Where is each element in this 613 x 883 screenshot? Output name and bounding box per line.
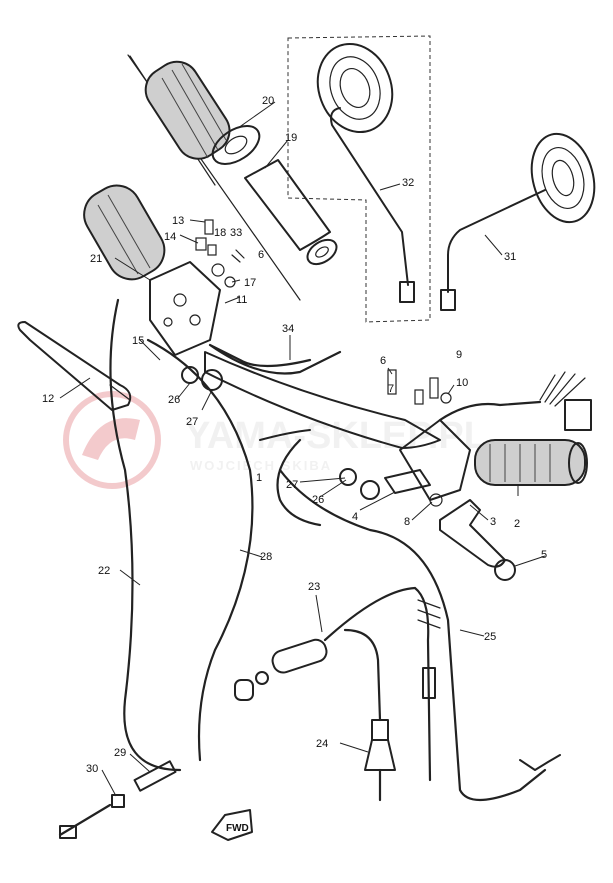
throttle-junction-cable-part bbox=[271, 586, 441, 782]
watermark: YAMA-SKLEP.PL WOJCIECH SKIBA bbox=[63, 391, 487, 489]
callout-28: 28 bbox=[260, 551, 272, 563]
callout-6a: 6 bbox=[258, 249, 264, 261]
clutch-lever-part bbox=[17, 321, 132, 411]
left-hardware-parts bbox=[195, 219, 245, 288]
left-wiring-part bbox=[208, 343, 342, 375]
mirror-left-part bbox=[316, 42, 415, 303]
watermark-logo-mark bbox=[82, 418, 140, 460]
callout-26a: 26 bbox=[168, 394, 180, 406]
brake-cable-loop bbox=[276, 438, 322, 527]
mirror-right-part bbox=[440, 132, 596, 311]
throttle-sleeve-part bbox=[244, 159, 338, 266]
left-switch-housing-part bbox=[149, 261, 221, 356]
brake-cable-part bbox=[278, 468, 547, 801]
callout-26b: 26 bbox=[312, 494, 324, 506]
callout-7: 7 bbox=[388, 383, 394, 395]
callout-10: 10 bbox=[456, 377, 468, 389]
callout-32: 32 bbox=[402, 177, 414, 189]
right-switch-wiring bbox=[438, 371, 592, 431]
throttle-cable-part bbox=[146, 338, 254, 762]
callout-29: 29 bbox=[114, 747, 126, 759]
callout-3: 3 bbox=[490, 516, 496, 528]
cable-end-parts bbox=[58, 671, 561, 839]
bar-left-grip-part bbox=[83, 184, 166, 281]
callout-15: 15 bbox=[132, 335, 144, 347]
clutch-cable-part bbox=[109, 298, 182, 772]
callout-22: 22 bbox=[98, 565, 110, 577]
mirror-group-outline bbox=[287, 35, 431, 323]
callout-5: 5 bbox=[541, 549, 547, 561]
callout-33: 33 bbox=[230, 227, 242, 239]
callout-21: 21 bbox=[90, 253, 102, 265]
front-direction-indicator: FWD bbox=[211, 809, 253, 841]
callout-20: 20 bbox=[262, 95, 274, 107]
callout-2: 2 bbox=[514, 518, 520, 530]
watermark-subtitle: WOJCIECH SKIBA bbox=[190, 458, 332, 473]
callout-24: 24 bbox=[316, 738, 328, 750]
callout-30: 30 bbox=[86, 763, 98, 775]
brake-lever-part bbox=[439, 499, 516, 581]
callout-11: 11 bbox=[236, 294, 247, 306]
callout-9: 9 bbox=[456, 349, 462, 361]
callout-14: 14 bbox=[164, 231, 176, 243]
handlebar-part bbox=[204, 351, 441, 449]
callout-12: 12 bbox=[42, 393, 54, 405]
callout-17: 17 bbox=[244, 277, 256, 289]
callout-27b: 27 bbox=[286, 479, 298, 491]
callout-leaders bbox=[59, 101, 546, 797]
callout-8: 8 bbox=[404, 516, 410, 528]
callout-1: 1 bbox=[256, 472, 262, 484]
callout-labels: 1 2 3 4 5 6 6 7 8 9 10 11 12 13 14 15 17… bbox=[42, 95, 547, 775]
cable-junction-part bbox=[364, 719, 396, 802]
right-grip-part bbox=[399, 419, 588, 501]
callout-23: 23 bbox=[308, 581, 320, 593]
front-direction-label: FWD bbox=[226, 823, 249, 834]
callout-13: 13 bbox=[172, 215, 184, 227]
callout-27a: 27 bbox=[186, 416, 198, 428]
callout-19: 19 bbox=[285, 132, 297, 144]
callout-18: 18 bbox=[214, 227, 226, 239]
callout-4: 4 bbox=[352, 511, 358, 523]
callout-34: 34 bbox=[282, 323, 294, 335]
left-grip-part bbox=[144, 60, 261, 165]
callout-31: 31 bbox=[504, 251, 516, 263]
callout-25: 25 bbox=[484, 631, 496, 643]
right-hardware-parts bbox=[387, 369, 452, 507]
callout-6b: 6 bbox=[380, 355, 386, 367]
